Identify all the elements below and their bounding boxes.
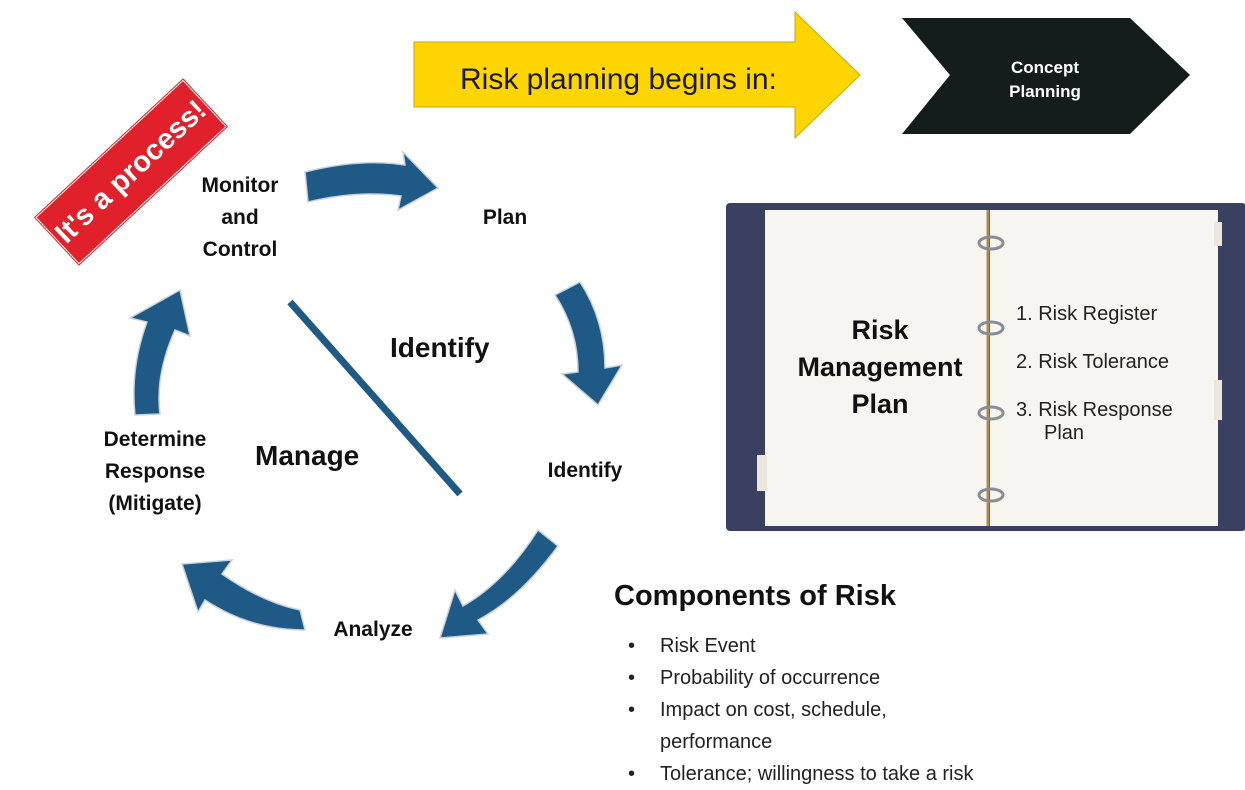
components-item: Tolerance; willingness to take a risk bbox=[628, 758, 973, 790]
components-item: Risk Event bbox=[628, 630, 973, 662]
monitor-line1: Monitor bbox=[201, 174, 279, 197]
plan-label: Plan bbox=[482, 206, 528, 229]
yellow-arrow-label: Risk planning begins in: bbox=[460, 63, 777, 96]
identify-center-label: Identify bbox=[390, 332, 490, 363]
dark-chevron-arrow bbox=[902, 18, 1190, 134]
yellow-arrow bbox=[413, 10, 861, 140]
arrow-monitor-to-plan bbox=[304, 149, 440, 212]
binder-title: Risk Management Plan bbox=[765, 312, 995, 423]
components-item-continuation: performance bbox=[660, 731, 773, 753]
binder-title-line2: Management bbox=[797, 352, 963, 382]
components-list: Risk Event Probability of occurrence Imp… bbox=[628, 630, 973, 790]
binder-item-continuation: Plan bbox=[1044, 422, 1085, 444]
arrow-determine-to-monitor bbox=[127, 288, 192, 416]
binder-item-text: 1. Risk Register bbox=[1016, 303, 1158, 325]
binder-title-line1: Risk bbox=[851, 315, 909, 345]
analyze-label: Analyze bbox=[333, 618, 413, 641]
determine-line1: Determine bbox=[103, 428, 207, 451]
binder-item-list: 1. Risk Register 2. Risk Tolerance 3. Ri… bbox=[1016, 290, 1173, 444]
cycle-arrows bbox=[127, 149, 624, 639]
arrow-analyze-to-determine bbox=[180, 559, 306, 631]
dark-arrow-line1: Concept bbox=[1011, 58, 1079, 77]
monitor-control-label: Monitor and Control bbox=[180, 170, 300, 266]
binder-item-text: 3. Risk Response bbox=[1016, 399, 1173, 421]
monitor-line2: and bbox=[221, 206, 259, 229]
binder-item: 2. Risk Tolerance bbox=[1016, 338, 1173, 386]
binder-item-text: 2. Risk Tolerance bbox=[1016, 351, 1170, 373]
determine-response-label: Determine Response (Mitigate) bbox=[80, 424, 230, 520]
identify-step-label: Identify bbox=[547, 459, 623, 482]
binder-item: 3. Risk Response Plan bbox=[1016, 386, 1173, 444]
arrow-plan-to-identify bbox=[553, 281, 624, 407]
components-item-text: Impact on cost, schedule, bbox=[660, 699, 887, 721]
arrow-identify-to-analyze bbox=[438, 528, 560, 639]
determine-line2: Response bbox=[104, 460, 206, 483]
manage-label: Manage bbox=[255, 440, 360, 471]
monitor-line3: Control bbox=[202, 238, 278, 261]
determine-line3: (Mitigate) bbox=[108, 492, 202, 515]
components-item: Probability of occurrence bbox=[628, 662, 973, 694]
components-title: Components of Risk bbox=[614, 580, 896, 612]
components-item: Impact on cost, schedule, performance bbox=[628, 694, 973, 758]
cycle-divider-line bbox=[287, 299, 463, 497]
dark-arrow-line2: Planning bbox=[1009, 82, 1081, 101]
binder-title-line3: Plan bbox=[851, 389, 909, 419]
binder-image bbox=[726, 203, 1245, 531]
dark-arrow-label: Concept Planning bbox=[960, 40, 1130, 120]
binder-item: 1. Risk Register bbox=[1016, 290, 1173, 338]
